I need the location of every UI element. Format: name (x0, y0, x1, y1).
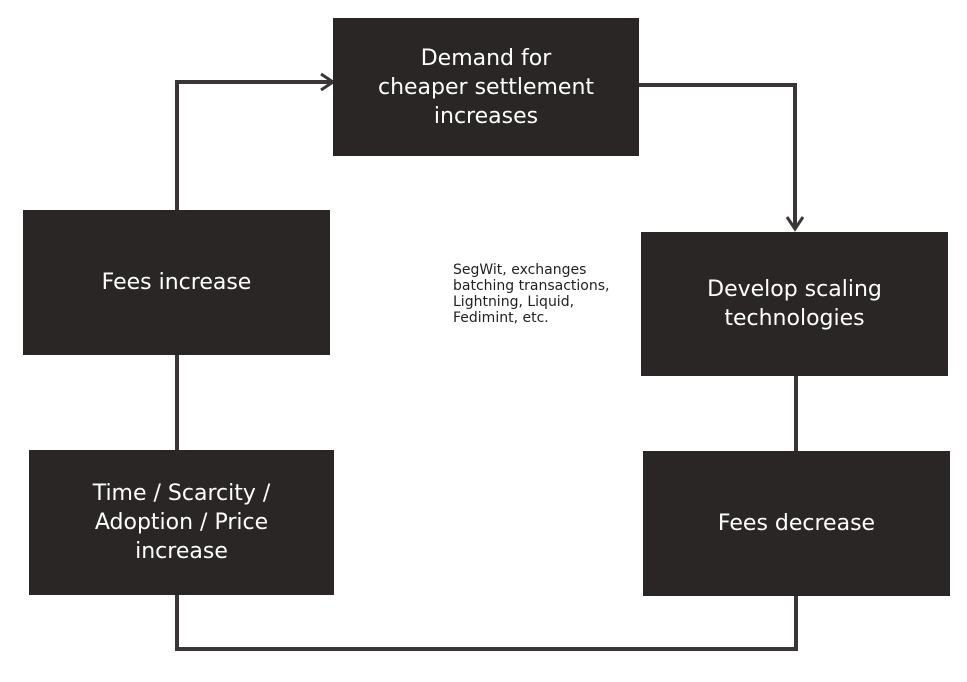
node-fees-decrease: Fees decrease (643, 451, 950, 596)
arrowhead-develop-icon (785, 216, 805, 232)
connector-fees-decrease-to-time (175, 595, 798, 651)
node-time-scarcity-label: Time / Scarcity / Adoption / Price incre… (92, 481, 271, 564)
connector-demand-to-develop (639, 83, 797, 229)
scaling-examples-note: SegWit, exchanges batching transactions,… (453, 262, 610, 326)
node-time-scarcity: Time / Scarcity / Adoption / Price incre… (29, 450, 334, 595)
connector-fees-increase-to-demand (175, 80, 333, 210)
node-fees-decrease-label: Fees decrease (717, 511, 876, 536)
node-develop-scaling: Develop scaling technologies (641, 232, 948, 376)
node-demand: Demand for cheaper settlement increases (333, 18, 639, 156)
node-develop-label: Develop scaling technologies (707, 277, 882, 331)
node-fees-increase-label: Fees increase (101, 270, 252, 295)
node-fees-increase: Fees increase (23, 210, 330, 355)
node-demand-label: Demand for cheaper settlement increases (377, 45, 595, 129)
